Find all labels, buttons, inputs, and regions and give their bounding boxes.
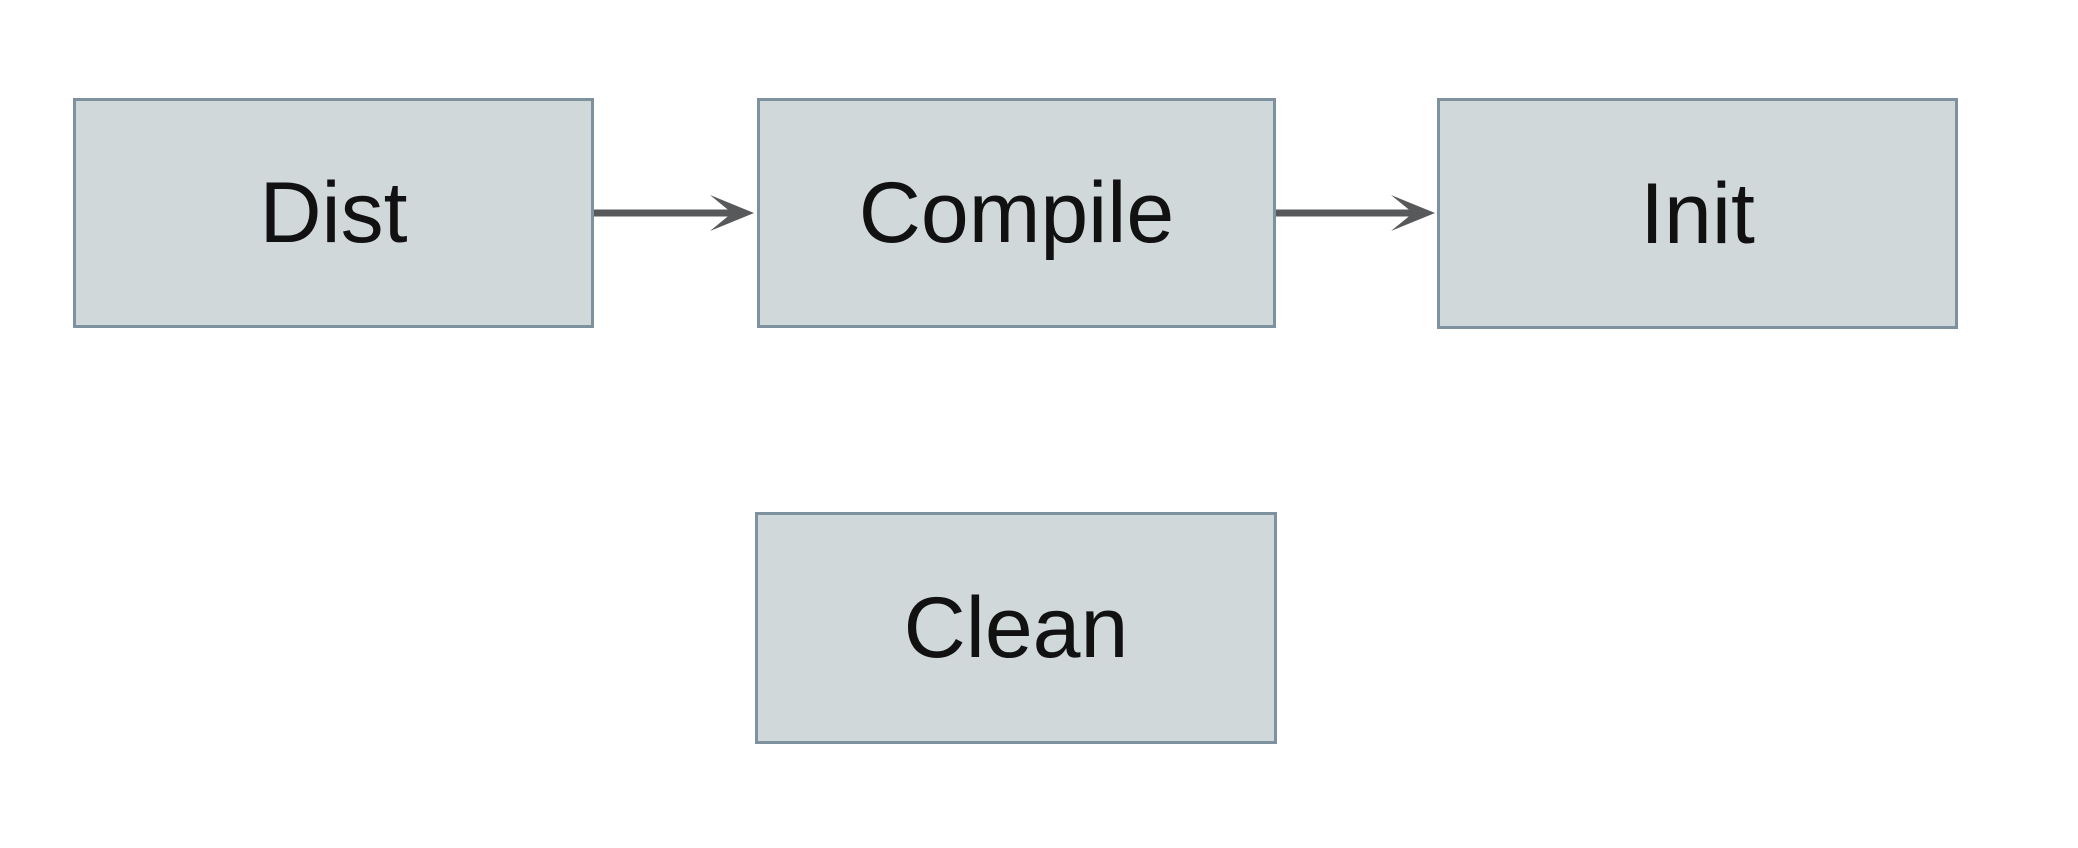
- connector-dist-to-compile[interactable]: [594, 195, 754, 231]
- node-clean[interactable]: Clean: [755, 512, 1277, 744]
- node-clean-label: Clean: [903, 580, 1129, 676]
- connector-compile-to-init[interactable]: [1276, 195, 1435, 231]
- node-init[interactable]: Init: [1437, 98, 1958, 329]
- node-init-label: Init: [1640, 165, 1755, 262]
- node-compile-label: Compile: [858, 165, 1175, 261]
- arrowhead-right-icon: [1391, 195, 1435, 231]
- node-compile[interactable]: Compile: [757, 98, 1276, 328]
- node-dist-label: Dist: [259, 165, 408, 261]
- arrowhead-right-icon: [710, 195, 754, 231]
- node-dist[interactable]: Dist: [73, 98, 594, 328]
